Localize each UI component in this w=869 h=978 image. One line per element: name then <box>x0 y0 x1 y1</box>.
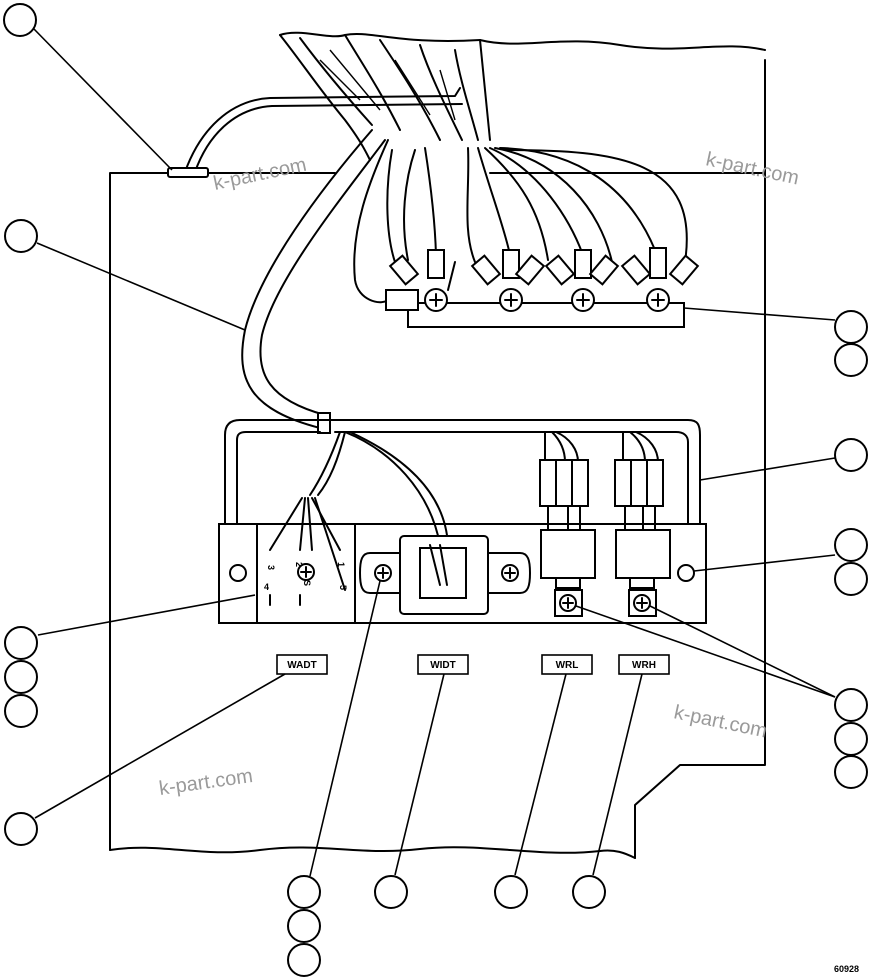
callout-circle <box>287 875 321 909</box>
terminal-mark-4: 4 <box>264 582 269 592</box>
main-cable <box>241 129 399 434</box>
watermark-4: k-part.com <box>158 765 255 800</box>
callout-circle <box>494 875 528 909</box>
callout-circle <box>834 438 868 472</box>
callout-circle <box>3 3 37 37</box>
label-widt: WIDT <box>417 654 469 675</box>
label-wadt: WADT <box>276 654 328 675</box>
watermark-2: k-part.com <box>704 148 801 189</box>
callouts <box>3 3 868 977</box>
callout-circle <box>287 943 321 977</box>
terminal-mark-3: 3 <box>266 565 276 570</box>
callout-circle <box>374 875 408 909</box>
label-wrl-text: WRL <box>556 660 579 671</box>
callout-circle <box>834 343 868 377</box>
callout-circle <box>834 755 868 789</box>
label-wadt-text: WADT <box>287 660 316 671</box>
callout-circle <box>834 722 868 756</box>
label-wrh-text: WRH <box>632 660 656 671</box>
terminal-group-1 <box>388 249 456 312</box>
terminal-group-3 <box>544 249 620 312</box>
callout-circle <box>572 875 606 909</box>
mounting-plate <box>109 39 766 859</box>
callout-circle <box>4 660 38 694</box>
label-wrl: WRL <box>541 654 593 675</box>
callout-circle <box>4 219 38 253</box>
center-connector <box>344 431 532 615</box>
terminal-mark-1: 1 <box>336 562 346 567</box>
callout-circle <box>834 688 868 722</box>
label-wrh: WRH <box>618 654 670 675</box>
terminal-block-five-wire: 3 2 S 1 5 4 <box>264 431 348 606</box>
upper-terminal-strip <box>385 147 700 328</box>
terminal-mark-5: 5 <box>338 585 348 590</box>
callout-circle <box>834 310 868 344</box>
callout-circle <box>834 562 868 596</box>
relay-connector-right <box>614 431 671 617</box>
callout-circle <box>287 909 321 943</box>
relay-connector-left <box>539 431 596 617</box>
callout-circle <box>4 626 38 660</box>
callout-circle <box>834 528 868 562</box>
figure-code: 60928 <box>834 964 859 974</box>
terminal-group-2 <box>470 249 546 312</box>
watermark-3: k-part.com <box>672 701 769 742</box>
terminal-mark-2: 2 <box>294 562 304 567</box>
callout-circle <box>4 694 38 728</box>
leader-lines <box>32 27 836 877</box>
watermark-1: k-part.com <box>211 154 308 195</box>
terminal-group-4 <box>620 247 700 312</box>
terminal-mark-s: S <box>302 580 312 586</box>
wire-harness-bundle <box>167 31 491 178</box>
callout-circle <box>4 812 38 846</box>
label-widt-text: WIDT <box>430 660 456 671</box>
